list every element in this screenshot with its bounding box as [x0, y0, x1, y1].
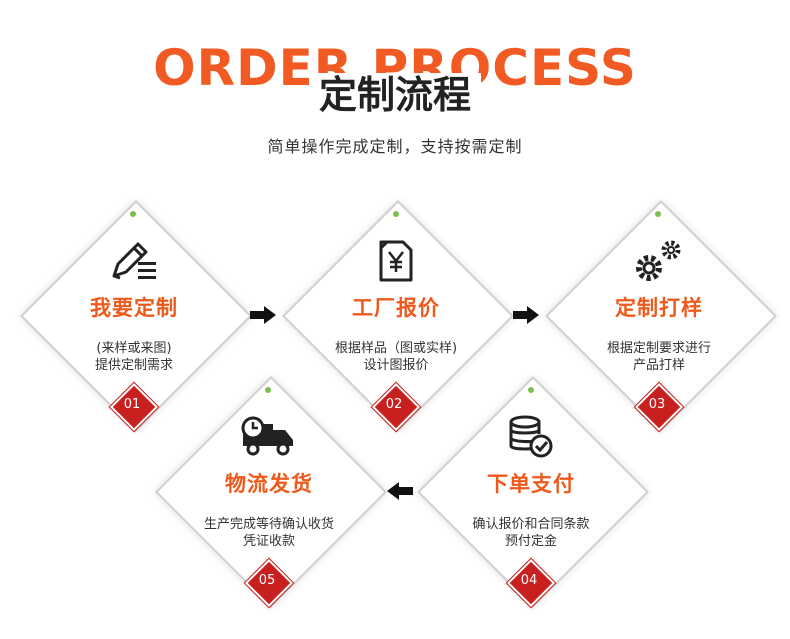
step-1-number: 01 — [123, 397, 141, 412]
step-5-number: 05 — [258, 573, 276, 588]
step-2-desc: 根据样品（图或实样) 设计图报价 — [276, 340, 516, 374]
step-1: 我要定制 (来样或来图) 提供定制需求 — [14, 238, 254, 374]
arrow-left-icon — [387, 482, 413, 500]
step-3-name: 定制打样 — [615, 296, 703, 320]
step-3-desc-line2: 产品打样 — [632, 358, 685, 373]
hang-dot-1 — [130, 211, 136, 217]
step-5-desc: 生产完成等待确认收货 凭证收款 — [149, 516, 389, 550]
step-1-name: 我要定制 — [90, 296, 178, 320]
step-5-desc-line1: 生产完成等待确认收货 — [203, 517, 334, 532]
gears-icon — [539, 238, 779, 284]
step-2-number: 02 — [385, 397, 403, 412]
delivery-truck-icon — [149, 414, 389, 460]
hang-dot-3 — [655, 211, 661, 217]
step-4-desc-line2: 预付定金 — [504, 534, 557, 549]
step-2-name: 工厂报价 — [352, 296, 440, 320]
step-2-desc-line1: 根据样品（图或实样) — [334, 341, 458, 356]
step-4: 下单支付 确认报价和合同条款 预付定金 — [411, 414, 651, 550]
subtitle: 简单操作完成定制，支持按需定制 — [267, 137, 523, 156]
step-4-name: 下单支付 — [487, 472, 575, 496]
step-3: 定制打样 根据定制要求进行 产品打样 — [539, 238, 779, 374]
step-1-desc-line2: 提供定制需求 — [94, 358, 173, 373]
step-5-name: 物流发货 — [225, 472, 313, 496]
step-4-desc: 确认报价和合同条款 预付定金 — [411, 516, 651, 550]
step-2: 工厂报价 根据样品（图或实样) 设计图报价 — [276, 238, 516, 374]
arrow-right-icon — [513, 306, 539, 324]
step-5-desc-line2: 凭证收款 — [242, 534, 295, 549]
step-3-number: 03 — [648, 397, 666, 412]
arrow-right-icon — [250, 306, 276, 324]
step-5: 物流发货 生产完成等待确认收货 凭证收款 — [149, 414, 389, 550]
step-3-desc-line1: 根据定制要求进行 — [606, 341, 711, 356]
edit-list-icon — [14, 238, 254, 284]
step-4-number: 04 — [520, 573, 538, 588]
step-3-desc: 根据定制要求进行 产品打样 — [539, 340, 779, 374]
hang-dot-5 — [265, 387, 271, 393]
yen-document-icon — [276, 238, 516, 284]
hang-dot-2 — [393, 211, 399, 217]
step-2-desc-line2: 设计图报价 — [363, 358, 429, 373]
hang-dot-4 — [528, 387, 534, 393]
title-chinese-text: 定制流程 — [308, 73, 481, 117]
step-1-desc: (来样或来图) 提供定制需求 — [14, 340, 254, 374]
step-4-desc-line1: 确认报价和合同条款 — [472, 517, 590, 532]
step-1-desc-line1: (来样或来图) — [96, 341, 172, 356]
database-check-icon — [411, 414, 651, 460]
title-chinese: 定制流程 — [0, 72, 790, 118]
